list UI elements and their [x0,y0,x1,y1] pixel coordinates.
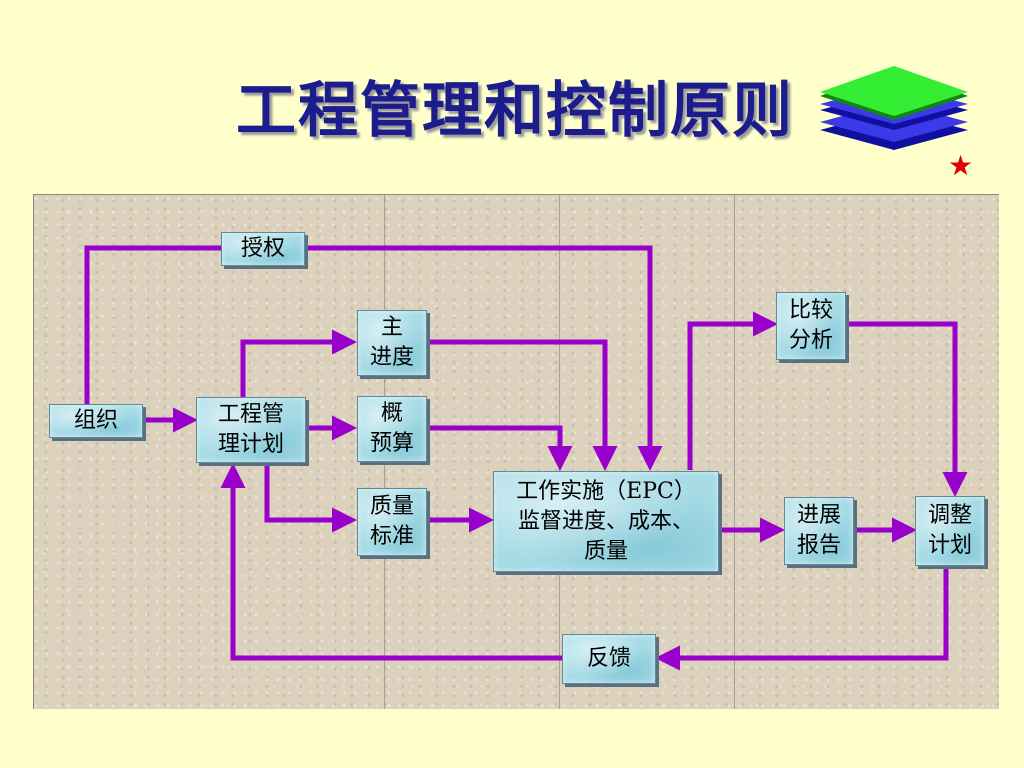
arrow-plan-to-schedule [240,329,358,398]
node-feedback-label: 反馈 [586,646,631,671]
arrow-authorize-loop [84,245,222,404]
arrow-analysis-to-adjust [846,321,968,498]
grid-line [734,195,735,709]
node-schedule: 主 进度 [357,310,427,376]
node-analysis-label: 比较 分析 [788,298,833,353]
node-budget-label: 概 预算 [369,401,414,456]
node-quality-standard-label: 质量 标准 [369,494,414,549]
star-icon: ★ [948,149,974,182]
node-epc: 工作实施（EPC） 监督进度、成本、 质量 [493,471,719,572]
stacked-layers-icon [820,66,968,150]
arrow-plan-to-quality [264,462,358,533]
arrow-adjust-to-feedback [654,566,949,671]
page-title: 工程管理和控制原则 [236,76,794,146]
node-report-label: 进展 报告 [796,503,841,558]
node-plan: 工程管 理计划 [196,397,306,463]
node-epc-label: 工作实施（EPC） 监督进度、成本、 质量 [516,478,696,564]
node-organize: 组织 [49,404,143,438]
node-quality-standard: 质量 标准 [357,488,427,556]
node-schedule-label: 主 进度 [369,315,414,370]
arrow-budget-to-epc [427,425,573,472]
arrow-schedule-to-epc [427,339,618,472]
node-authorize: 授权 [221,232,305,266]
node-adjust-label: 调整 计划 [927,503,972,558]
node-feedback: 反馈 [562,634,656,684]
node-budget: 概 预算 [357,396,427,462]
node-report: 进展 报告 [784,497,854,565]
arrow-epc-to-analysis [687,311,779,470]
node-plan-label: 工程管 理计划 [217,402,284,457]
node-authorize-label: 授权 [240,236,285,261]
arrow-feedback-to-plan [220,462,562,661]
arrow-authorize-to-epc [306,245,663,472]
node-adjust: 调整 计划 [915,496,985,566]
node-analysis: 比较 分析 [776,292,846,360]
node-organize-label: 组织 [73,408,118,433]
diagram-panel [33,194,999,709]
